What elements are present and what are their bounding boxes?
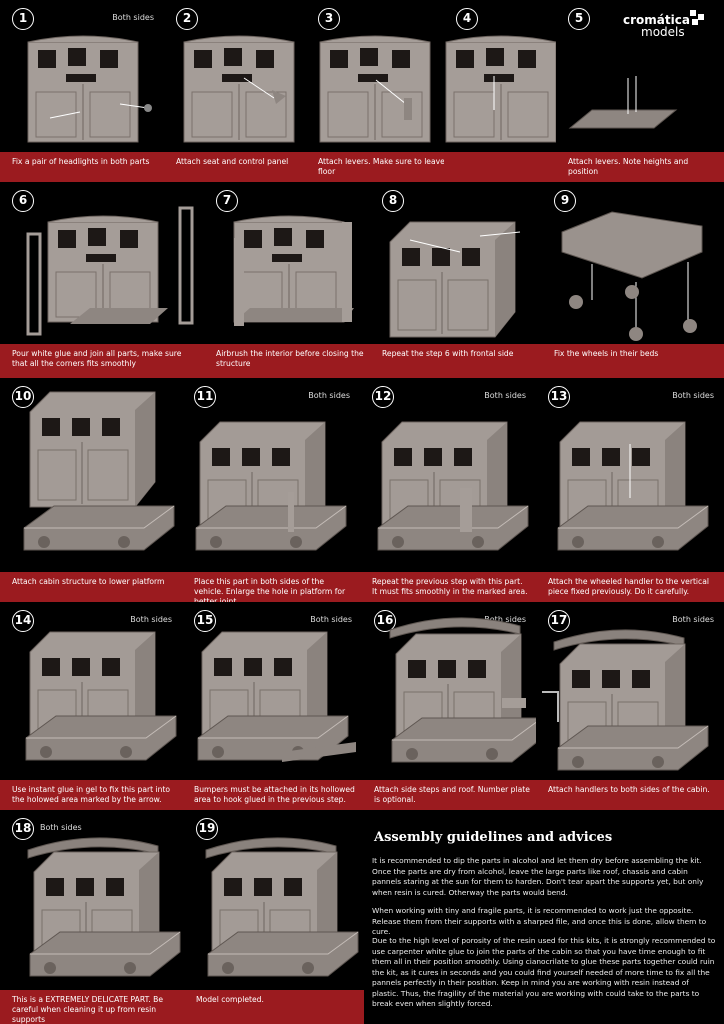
step-illustration [23,391,175,551]
step-illustration [561,211,703,341]
guidelines-title: Assembly guidelines and advices [374,830,613,845]
step-caption: Use instant glue in gel to fix this part… [0,780,182,810]
step-number: 9 [554,190,576,212]
step-3: 3 Attach levers. Make sure to leave room… [306,0,444,182]
step-8: 8 Repeat the step 6 with frontal side [370,182,542,378]
step-caption [444,152,556,182]
step-illustration [26,206,194,336]
row-4: 14 Both sides Use instant glue in gel to… [0,602,724,810]
step-caption: Attach the wheeled handler to the vertic… [536,572,724,602]
step-number: 14 [12,610,34,632]
both-sides-note: Both sides [40,823,82,832]
brand-name: cromática [623,13,690,27]
step-caption: Place this part in both sides of the veh… [182,572,360,602]
both-sides-note: Both sides [672,391,714,400]
step-caption: Attach side steps and roof. Number plate… [362,780,536,810]
row-5: 18 Both sides This is a EXTREMELY DELICA… [0,810,724,1024]
step-number: 13 [548,386,570,408]
step-number: 8 [382,190,404,212]
step-illustration [183,35,295,143]
step-caption: Attach handlers to both sides of the cab… [536,780,724,810]
step-illustration [197,631,356,762]
step-6: 6 Pour white glue and join all parts, ma… [0,182,204,378]
step-illustration [542,629,709,771]
step-caption: Attach levers. Note heights and position [556,152,724,182]
step-12: 12 Both sides Repeat the previous step w… [360,378,536,602]
step-number: 2 [176,8,198,30]
step-11: 11 Both sides Place this part in both si… [182,378,360,602]
both-sides-note: Both sides [484,615,526,624]
step-illustration [195,421,347,551]
step-17: 17 Both sides Attach handlers to both si… [536,602,724,810]
step-number: 12 [372,386,394,408]
step-5: 5 Attach levers. Note heights and positi… [556,0,724,182]
step-number: 6 [12,190,34,212]
step-14: 14 Both sides Use instant glue in gel to… [0,602,182,810]
guidelines-paragraph-3: Due to the high level of porosity of the… [372,936,716,1008]
step-illustration [25,631,177,761]
step-9: 9 Fix the wheels in their beds [542,182,724,378]
step-caption: Bumpers must be attached in its hollowed… [182,780,362,810]
step-number: 7 [216,190,238,212]
step-18: 18 Both sides This is a EXTREMELY DELICA… [0,810,184,1024]
guidelines-paragraph-1: It is recommended to dip the parts in al… [372,856,704,897]
step-number: 18 [12,818,34,840]
both-sides-note: Both sides [672,615,714,624]
assembly-guidelines: Assembly guidelines and advices It is re… [364,812,724,1024]
step-13: 13 Both sides Attach the wheeled handler… [536,378,724,602]
step-number: 4 [456,8,478,30]
step-illustration [377,421,529,551]
step-caption: Pour white glue and join all parts, make… [0,344,204,378]
step-caption: This is a EXTREMELY DELICATE PART. Be ca… [0,990,184,1024]
step-caption: Airbrush the interior before closing the… [204,344,370,378]
step-10: 10 Attach cabin structure to lower platf… [0,378,182,602]
brand-sub: models [641,25,685,39]
row-3: 10 Attach cabin structure to lower platf… [0,378,724,602]
step-2: 2 Attach seat and control panel [164,0,306,182]
step-number: 5 [568,8,590,30]
step-illustration [557,421,709,551]
guidelines-paragraph-2: When working with tiny and fragile parts… [372,906,707,936]
step-caption: Fix the wheels in their beds [542,344,724,378]
step-caption: Fix a pair of headlights in both parts [0,152,164,182]
step-number: 15 [194,610,216,632]
step-illustration [445,35,556,143]
step-number: 1 [12,8,34,30]
step-illustration [389,617,536,763]
step-number: 3 [318,8,340,30]
brand-squares-icon [690,10,704,25]
step-number: 10 [12,386,34,408]
step-illustration [233,215,354,326]
both-sides-note: Both sides [112,13,154,22]
step-19: 19 Model completed. [184,810,364,1024]
both-sides-note: Both sides [484,391,526,400]
step-1: 1 Both sides Fix a pair of headlights in… [0,0,164,182]
step-15: 15 Both sides Bumpers must be attached i… [182,602,362,810]
step-illustration [205,837,359,977]
step-7: 7 Airbrush the interior before closing t… [204,182,370,378]
step-number: 19 [196,818,218,840]
step-illustration [319,35,431,143]
row-1: 1 Both sides Fix a pair of headlights in… [0,0,724,182]
row-2: 6 Pour white glue and join all parts, ma… [0,182,724,378]
step-illustration [27,837,181,977]
step-caption: Attach seat and control panel [164,152,306,182]
step-number: 17 [548,610,570,632]
step-4: 4 [444,0,556,182]
step-caption: Repeat the step 6 with frontal side [370,344,542,378]
step-caption: Repeat the previous step with this part.… [360,572,536,602]
both-sides-note: Both sides [308,391,350,400]
step-number: 11 [194,386,216,408]
step-caption: Attach cabin structure to lower platform [0,572,182,602]
step-number: 16 [374,610,396,632]
step-16: 16 Both sides Attach side steps and roof… [362,602,536,810]
step-illustration [389,221,521,338]
both-sides-note: Both sides [130,615,172,624]
step-illustration [27,35,152,143]
step-caption: Attach levers. Make sure to leave room t… [306,152,444,182]
step-caption: Model completed. [184,990,364,1024]
both-sides-note: Both sides [310,615,352,624]
step-illustration [568,76,678,129]
